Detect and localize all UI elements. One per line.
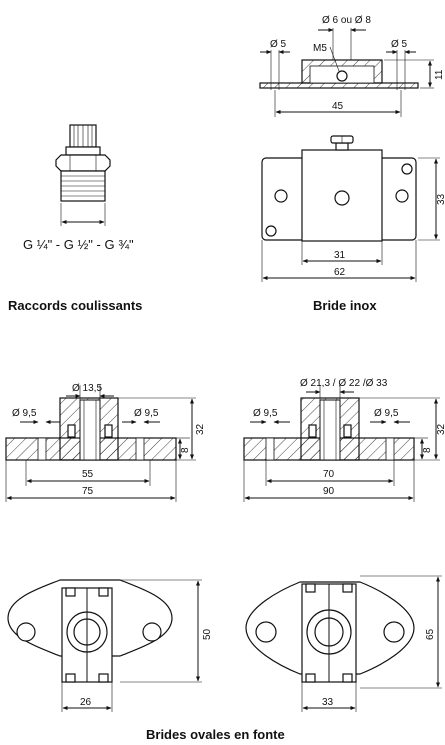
screw-label: M5 (313, 43, 327, 54)
tube-diameter-label: Ø 6 ou Ø 8 (322, 15, 371, 26)
top-height-label: 33 (436, 193, 445, 205)
large-bore-label: Ø 21,3 / Ø 22 /Ø 33 (300, 378, 388, 389)
height-label: 11 (434, 69, 445, 80)
large-plan-width-label: 33 (322, 697, 334, 708)
bride-inox-top-drawing (261, 135, 440, 282)
large-width-label: 90 (323, 486, 335, 497)
bride-ovale-large-plan-drawing (245, 575, 442, 712)
small-spacing-label: 55 (82, 469, 94, 480)
bride-inox-caption: Bride inox (313, 298, 377, 313)
brides-ovales-caption: Brides ovales en fonte (146, 727, 285, 742)
small-width-label: 75 (82, 486, 94, 497)
large-height-label: 32 (436, 423, 445, 435)
bride-inox-side-drawing (259, 28, 434, 117)
hole-right-label: Ø 5 (391, 39, 408, 50)
bride-ovale-small-plan-drawing (7, 579, 202, 712)
small-plan-width-label: 26 (80, 697, 92, 708)
small-hole-left-label: Ø 9,5 (12, 408, 37, 419)
small-bore-label: Ø 13,5 (72, 383, 102, 394)
large-base-height-label: 8 (422, 447, 433, 453)
raccords-caption: Raccords coulissants (8, 298, 143, 313)
large-hole-left-label: Ø 9,5 (253, 408, 278, 419)
raccord-drawing (55, 124, 111, 226)
small-plan-height-label: 50 (202, 628, 213, 640)
small-height-label: 32 (195, 423, 206, 435)
bride-ovale-large-section-drawing (243, 385, 440, 502)
small-hole-right-label: Ø 9,5 (134, 408, 159, 419)
inner-width-label: 31 (334, 250, 346, 261)
thread-sizes-label: G ¼" - G ½" - G ¾" (23, 237, 134, 252)
large-plan-height-label: 65 (425, 628, 436, 640)
hole-left-label: Ø 5 (270, 39, 287, 50)
small-base-height-label: 8 (180, 447, 191, 453)
large-spacing-label: 70 (323, 469, 335, 480)
spacing-label: 45 (332, 101, 344, 112)
outer-width-label: 62 (334, 267, 346, 278)
large-hole-right-label: Ø 9,5 (374, 408, 399, 419)
bride-ovale-small-section-drawing (5, 385, 196, 502)
